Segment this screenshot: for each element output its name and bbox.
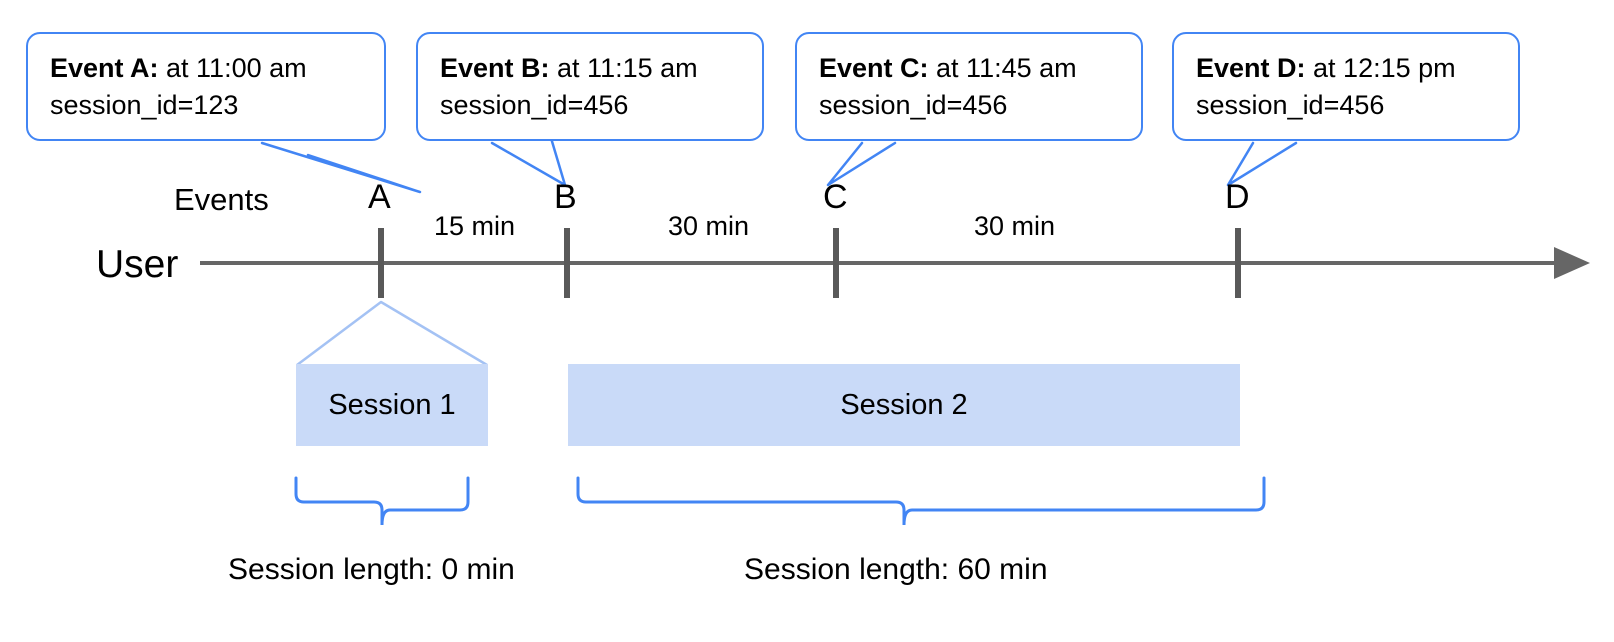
callout-event-a: Event A: at 11:00 am session_id=123 — [26, 32, 386, 141]
event-label-d: D — [1225, 178, 1250, 216]
session-bar-2: Session 2 — [568, 364, 1240, 446]
session-bar-1-label: Session 1 — [328, 388, 456, 421]
callout-b-title: Event B: — [440, 53, 550, 83]
session-length-label-2: Session length: 60 min — [744, 553, 1048, 586]
callout-event-b: Event B: at 11:15 am session_id=456 — [416, 32, 764, 141]
callout-c-time: at 11:45 am — [928, 53, 1077, 83]
callout-a-time: at 11:00 am — [158, 53, 307, 83]
event-label-a: A — [368, 178, 391, 216]
gap-label-ab: 15 min — [434, 211, 516, 241]
session2-brace — [576, 476, 1266, 526]
session-length-label-1: Session length: 0 min — [228, 553, 515, 586]
callout-d-title: Event D: — [1196, 53, 1306, 83]
callout-tail-a — [260, 141, 422, 194]
callout-tail-d — [1226, 141, 1298, 187]
callout-a-session: session_id=123 — [50, 90, 239, 121]
callout-d-time: at 12:15 pm — [1305, 53, 1456, 83]
events-row-label: Events — [174, 182, 269, 217]
callout-c-session: session_id=456 — [819, 90, 1008, 121]
callout-tail-c — [826, 141, 897, 187]
callout-event-c: Event C: at 11:45 am session_id=456 — [795, 32, 1143, 141]
callout-d-session: session_id=456 — [1196, 90, 1385, 121]
session1-funnel — [296, 300, 488, 367]
session-bar-2-label: Session 2 — [840, 388, 968, 421]
event-label-c: C — [823, 178, 848, 216]
callout-a-title: Event A: — [50, 53, 159, 83]
session1-brace — [294, 476, 470, 526]
callout-b-session: session_id=456 — [440, 90, 629, 121]
callout-event-d: Event D: at 12:15 pm session_id=456 — [1172, 32, 1520, 141]
user-row-label: User — [96, 243, 179, 286]
callout-c-title: Event C: — [819, 53, 929, 83]
callout-b-time: at 11:15 am — [549, 53, 698, 83]
session-bar-1: Session 1 — [296, 364, 488, 446]
gap-label-cd: 30 min — [974, 211, 1056, 241]
callout-tail-b — [490, 136, 567, 187]
event-label-b: B — [554, 178, 577, 216]
gap-label-bc: 30 min — [668, 211, 750, 241]
